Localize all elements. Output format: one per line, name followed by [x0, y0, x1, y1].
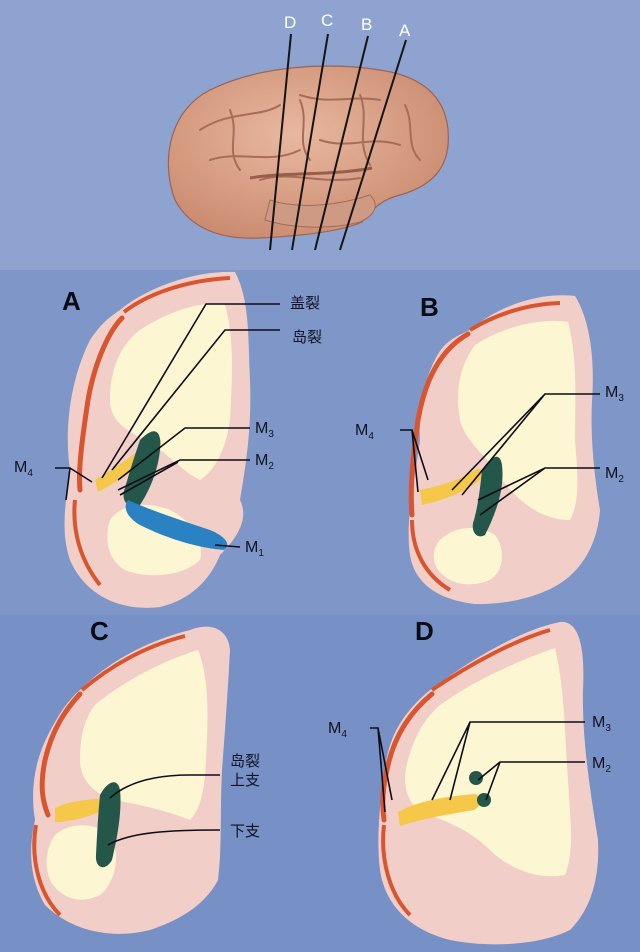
leader-d-m4: [370, 727, 393, 813]
section-a: A 盖裂 岛裂 M4 M3 M2 M1: [14, 271, 322, 608]
leader-b-m3: [451, 393, 600, 496]
label-a-m4: M4: [14, 459, 33, 479]
section-c: C 岛裂 上支 下支: [31, 616, 260, 934]
section-b-temporal-white-matter: [433, 528, 502, 585]
section-c-m4-vessel: [55, 798, 108, 822]
label-c-lower: 下支: [230, 822, 260, 840]
section-d-m2-vessel: [477, 793, 491, 807]
label-a-m2: M2: [255, 452, 274, 472]
section-d-pial-vessel-temporal: [381, 824, 412, 917]
leader-a-m1: [214, 544, 241, 548]
section-a-m1-vessel: [125, 500, 228, 550]
sylvian-fissure: [249, 166, 373, 180]
section-b-m4-vessel: [420, 468, 483, 505]
section-b-m3-m2-vessel: [472, 456, 503, 537]
section-b: B M4 M3 M2: [355, 292, 624, 605]
label-a-m1: M1: [245, 539, 264, 559]
label-d-m4: M4: [328, 720, 347, 740]
label-b-m4: M4: [355, 422, 374, 442]
section-c-pial-vessel-top: [80, 634, 186, 692]
section-b-pial-vessel-top: [468, 301, 561, 332]
leader-d-m3: [431, 721, 585, 801]
cut-line-c: [291, 33, 329, 251]
leader-b-m4: [400, 429, 429, 493]
section-c-insula-vessel: [95, 782, 121, 868]
label-d-m3: M3: [592, 714, 611, 734]
section-d-m3-vessel: [469, 771, 483, 785]
cut-label-b: B: [361, 15, 372, 34]
label-a-fissure-top: 盖裂: [290, 294, 320, 312]
leader-a-fissure-insula: [111, 329, 280, 471]
label-a-fissure-insula: 岛裂: [292, 328, 322, 346]
cut-line-b: [314, 35, 369, 251]
section-c-pial-vessel-temporal: [32, 824, 62, 917]
section-a-pial-vessel-temporal: [72, 499, 102, 587]
section-c-pial-vessel: [39, 691, 83, 818]
cut-label-d: D: [284, 13, 296, 32]
cut-label-a: A: [399, 21, 411, 40]
section-a-letter: A: [62, 286, 81, 316]
leader-c-insula: [109, 774, 220, 799]
leader-a-m2-branch: [119, 461, 179, 496]
cut-label-c: C: [321, 11, 333, 30]
label-c-insula-line1: 岛裂: [230, 752, 260, 770]
label-b-m3: M3: [605, 384, 624, 404]
section-c-letter: C: [90, 616, 109, 646]
leader-a-m4: [55, 467, 93, 501]
section-d: D M4 M3 M2: [328, 616, 611, 945]
section-d-pial-vessel-top: [430, 628, 551, 692]
cut-lines: D C B A: [269, 11, 411, 251]
section-a-pial-vessel: [76, 315, 125, 493]
section-a-pial-vessel-top: [122, 276, 231, 314]
leader-d-m2: [477, 761, 585, 801]
leader-a-m2: [117, 459, 250, 491]
label-b-m2: M2: [605, 465, 624, 485]
section-b-letter: B: [420, 292, 439, 322]
label-c-insula-line2: 上支: [230, 771, 260, 789]
leader-c-lower: [107, 829, 221, 846]
section-b-pial-vessel: [408, 331, 471, 518]
section-d-pial-vessel: [380, 691, 435, 823]
cut-line-a: [339, 39, 407, 251]
leader-a-fissure-top: [101, 303, 280, 479]
brain-sulci: [199, 94, 421, 181]
section-d-letter: D: [415, 616, 434, 646]
section-d-m4-vessel: [398, 794, 481, 826]
label-d-m2: M2: [592, 755, 611, 775]
label-a-m3: M3: [255, 420, 274, 440]
section-b-pial-vessel-temporal: [410, 519, 452, 592]
leader-b-m2: [477, 467, 600, 516]
cut-line-d: [269, 33, 292, 251]
section-d-white-matter: [405, 648, 572, 877]
section-c-white-matter: [80, 650, 208, 820]
section-b-white-matter: [458, 320, 578, 520]
leader-a-m3: [117, 427, 250, 481]
temporal-lobe: [264, 194, 376, 228]
